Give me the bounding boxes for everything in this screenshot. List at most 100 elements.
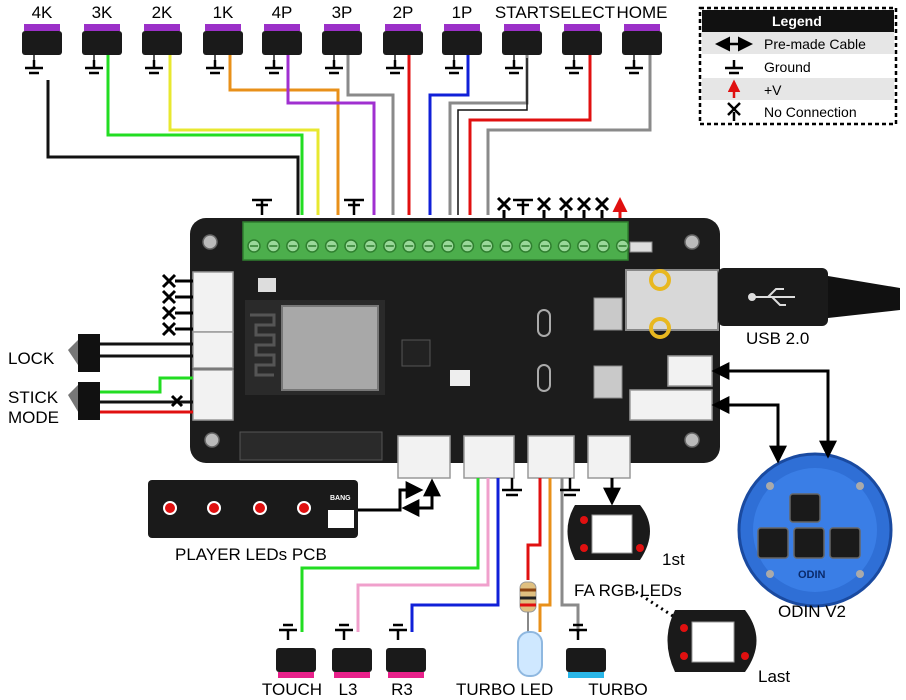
button-label: 2K bbox=[152, 3, 173, 22]
ground-symbol bbox=[25, 60, 43, 75]
turbo-led-label: TURBO LED bbox=[456, 680, 553, 699]
button-r3: R3 bbox=[386, 623, 426, 699]
button-label: HOME bbox=[617, 3, 668, 22]
no-connection-left bbox=[161, 273, 193, 337]
button-label: 4K bbox=[32, 3, 53, 22]
fa-rgb-led-first bbox=[567, 505, 650, 560]
button-turbo: TURBO bbox=[566, 623, 648, 699]
turbo-led bbox=[517, 581, 543, 677]
ground-symbol bbox=[145, 60, 163, 75]
usb-label: USB 2.0 bbox=[746, 329, 809, 348]
wire-3p bbox=[346, 55, 395, 215]
lock-switch bbox=[68, 334, 193, 372]
last-led-label: Last bbox=[758, 667, 790, 686]
button-home: HOME bbox=[617, 3, 668, 75]
button-select: SELECT bbox=[549, 3, 615, 75]
button-l3: L3 bbox=[332, 623, 372, 699]
usb-icon bbox=[748, 288, 795, 306]
ground-symbol bbox=[565, 60, 583, 75]
wire-select bbox=[468, 55, 592, 215]
legend-ground-icon bbox=[725, 60, 743, 75]
button-start: START bbox=[495, 3, 549, 75]
legend-item: Ground bbox=[764, 59, 811, 75]
wire-4p bbox=[286, 55, 376, 215]
ground-symbol bbox=[325, 60, 343, 75]
button-touch: TOUCH bbox=[262, 623, 322, 699]
fa-rgb-led-last bbox=[667, 610, 757, 672]
ground-symbol bbox=[386, 60, 404, 75]
button-label: R3 bbox=[391, 680, 413, 699]
mcu-module bbox=[281, 305, 379, 391]
button-label: 1P bbox=[452, 3, 473, 22]
legend: Legend Pre-made Cable Ground +V No Conne… bbox=[698, 6, 898, 126]
bottom-button-row: TOUCH L3 R3 TURBO bbox=[262, 623, 648, 699]
first-led-label: 1st bbox=[662, 550, 685, 569]
no-connection-symbols bbox=[496, 196, 610, 222]
main-board bbox=[190, 218, 720, 479]
usb-port bbox=[625, 269, 719, 331]
labels: LOCK STICK MODE USB 2.0 PLAYER LEDs PCB … bbox=[8, 329, 846, 699]
ground-symbol bbox=[569, 623, 587, 640]
stick-label: STICK bbox=[8, 388, 59, 407]
legend-title: Legend bbox=[772, 13, 822, 29]
odin-logo: ODIN bbox=[798, 569, 826, 581]
button-label: START bbox=[495, 3, 549, 22]
wire-home bbox=[486, 55, 652, 215]
ground-symbol bbox=[85, 60, 103, 75]
ground-symbol bbox=[252, 198, 533, 215]
ground-symbol bbox=[389, 623, 407, 640]
button-2k: 2K bbox=[142, 3, 182, 75]
button-4k: 4K bbox=[22, 3, 62, 75]
legend-no-connection-icon bbox=[727, 102, 741, 121]
ground-symbol bbox=[505, 60, 523, 75]
odin-v2: ODIN bbox=[737, 452, 893, 608]
button-1p: 1P bbox=[442, 3, 482, 75]
button-label: TOUCH bbox=[262, 680, 322, 699]
stick-mode-switch bbox=[68, 376, 193, 420]
button-label: TURBO bbox=[588, 680, 648, 699]
bottom-connectors bbox=[397, 435, 631, 479]
wire-4k bbox=[46, 80, 300, 215]
player-leds-label: PLAYER LEDs PCB bbox=[175, 545, 327, 564]
button-1k: 1K bbox=[203, 3, 243, 75]
button-label: SELECT bbox=[549, 3, 615, 22]
mode-label: MODE bbox=[8, 408, 59, 427]
ground-symbol bbox=[335, 623, 353, 640]
ground-symbol bbox=[206, 60, 224, 75]
bottom-ground-symbols bbox=[502, 478, 580, 497]
button-label: 2P bbox=[393, 3, 414, 22]
odin-cables bbox=[711, 362, 837, 464]
left-connectors bbox=[192, 271, 234, 421]
button-label: L3 bbox=[339, 680, 358, 699]
button-4p: 4P bbox=[262, 3, 302, 75]
terminal-symbols bbox=[252, 196, 628, 222]
button-label: 4P bbox=[272, 3, 293, 22]
right-connectors bbox=[629, 355, 713, 421]
legend-item: +V bbox=[764, 82, 782, 98]
ground-symbol bbox=[279, 623, 297, 640]
button-label: 3P bbox=[332, 3, 353, 22]
player-leds-pcb: BANG bbox=[148, 478, 441, 538]
lock-label: LOCK bbox=[8, 349, 55, 368]
legend-item: No Connection bbox=[764, 104, 857, 120]
top-wires bbox=[46, 55, 652, 215]
terminal-block bbox=[242, 221, 629, 261]
wire-2k bbox=[168, 55, 320, 215]
ground-symbol bbox=[625, 60, 643, 75]
ground-symbol bbox=[265, 60, 283, 75]
bang-logo: BANG bbox=[330, 495, 351, 502]
fa-rgb-label: FA RGB LEDs bbox=[574, 581, 682, 600]
wire-3k bbox=[106, 55, 304, 215]
button-3k: 3K bbox=[82, 3, 122, 75]
legend-item: Pre-made Cable bbox=[764, 36, 866, 52]
button-label: 3K bbox=[92, 3, 113, 22]
odin-label: ODIN V2 bbox=[778, 602, 846, 621]
ground-symbol bbox=[445, 60, 463, 75]
button-label: 1K bbox=[213, 3, 234, 22]
button-2p: 2P bbox=[383, 3, 423, 75]
button-3p: 3P bbox=[322, 3, 362, 75]
wire-1k bbox=[228, 55, 340, 215]
bottom-wires bbox=[300, 478, 621, 632]
